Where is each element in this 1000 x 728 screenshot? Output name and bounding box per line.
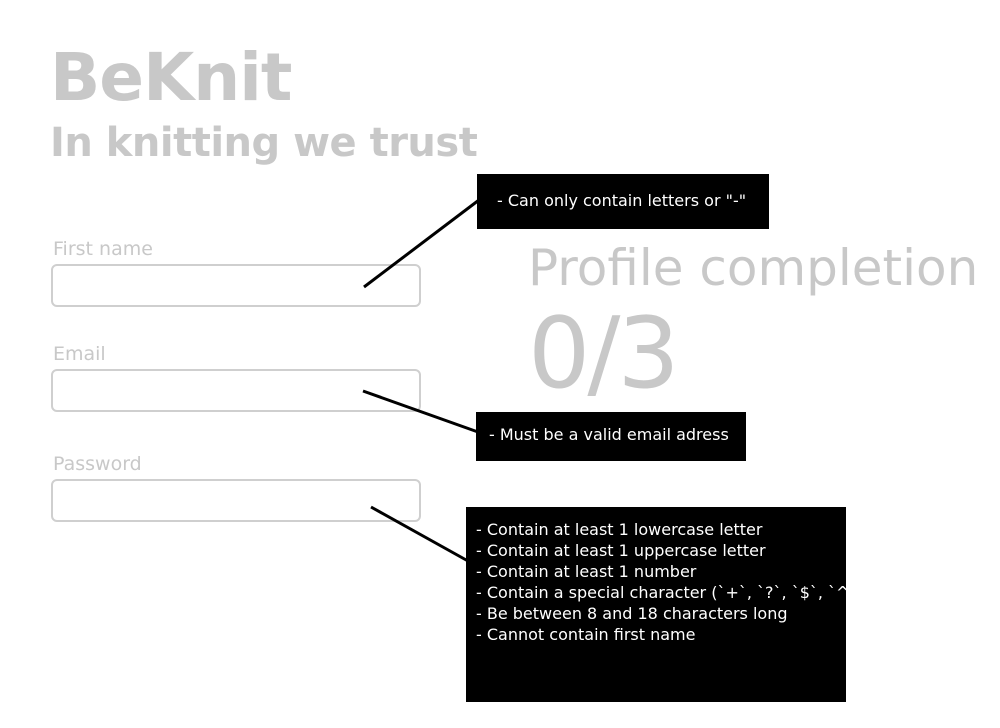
first-name-label: First name [53,238,153,260]
first-name-rule: - Can only contain letters or "-" [497,191,747,210]
email-label: Email [53,343,106,365]
profile-completion-title: Profile completion [528,239,979,297]
password-rule: - Contain at least 1 lowercase letter [476,520,763,539]
password-rule: - Contain at least 1 uppercase letter [476,541,766,560]
password-rule: - Be between 8 and 18 characters long [476,604,788,623]
password-tooltip: - Contain at least 1 lowercase letter - … [466,507,864,702]
password-rule: - Contain a special character (`+`, `?`,… [476,583,864,602]
password-label: Password [53,453,142,475]
password-input[interactable] [51,479,421,522]
first-name-input[interactable] [51,264,421,307]
email-input[interactable] [51,369,421,412]
profile-completion-count: 0/3 [528,297,680,411]
password-rule: - Contain at least 1 number [476,562,697,581]
email-rule: - Must be a valid email adress [489,425,729,444]
brand-title: BeKnit [50,39,292,116]
password-rule: - Cannot contain first name [476,625,696,644]
first-name-tooltip: - Can only contain letters or "-" [477,174,769,229]
email-tooltip: - Must be a valid email adress [476,412,746,461]
brand-tagline: In knitting we trust [50,120,478,166]
